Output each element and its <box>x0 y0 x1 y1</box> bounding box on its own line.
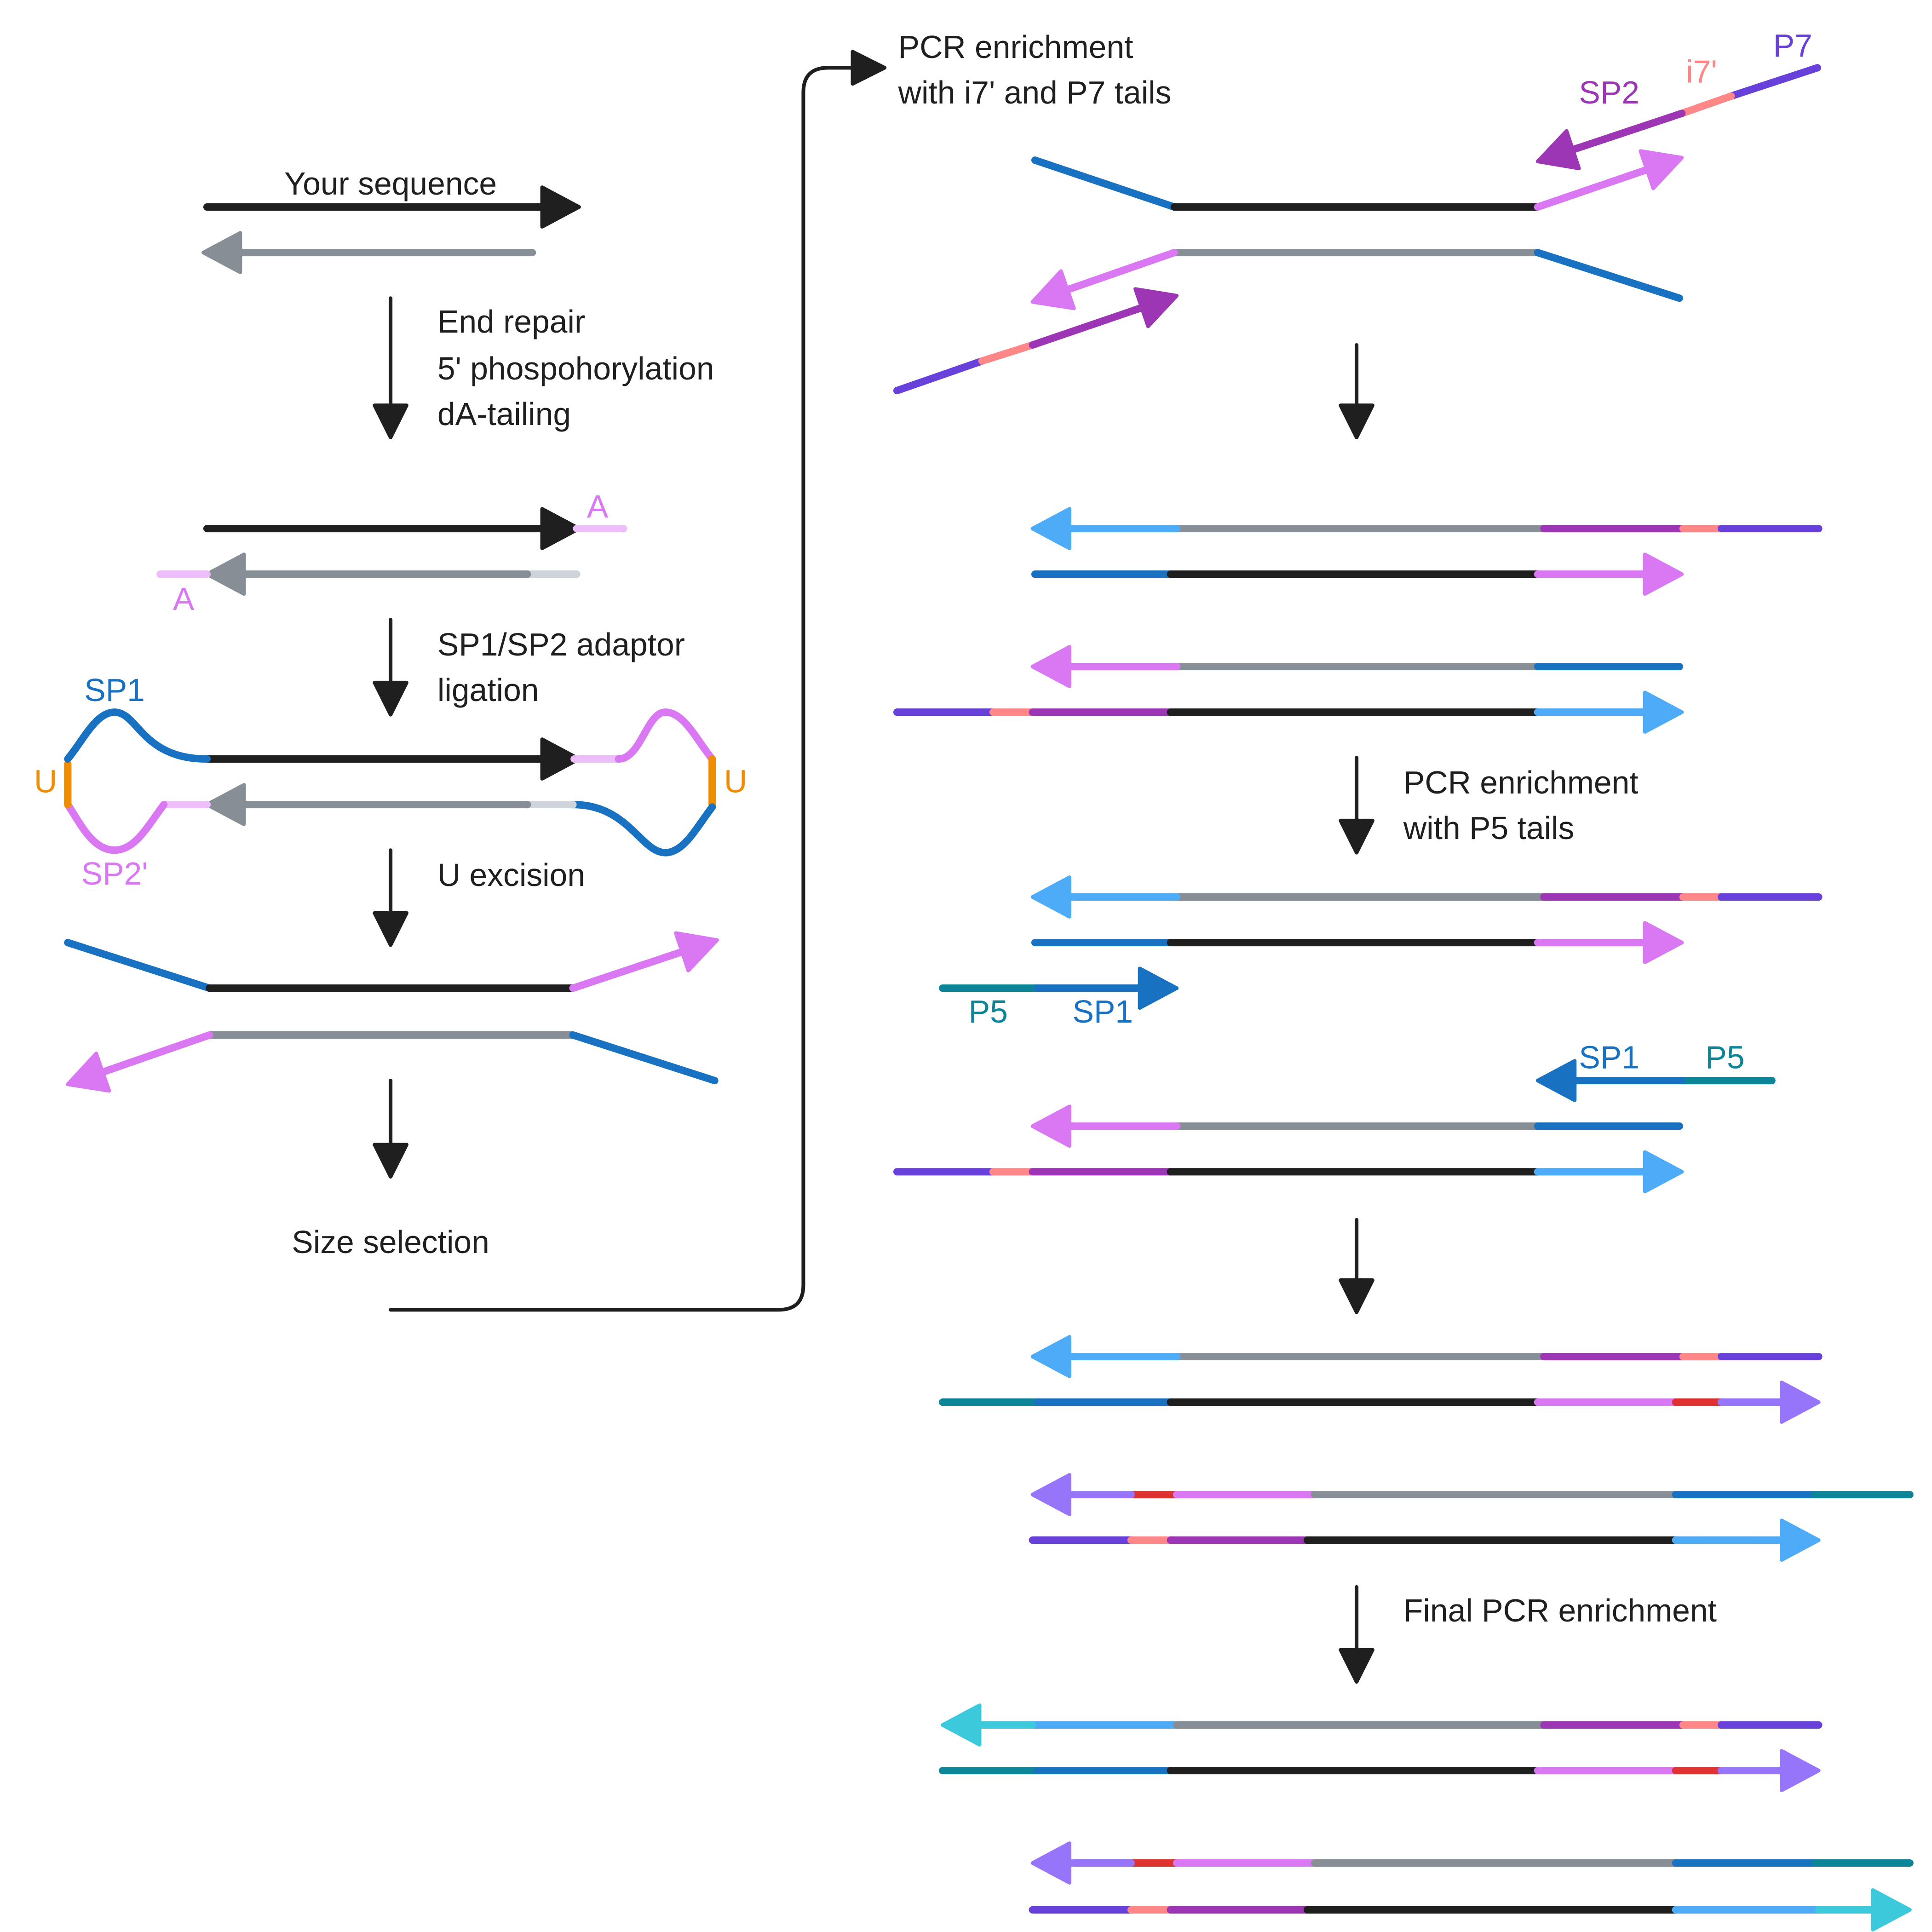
primer-i7-label: i7' <box>1686 53 1717 89</box>
bottom-strand-arrowhead <box>205 783 246 826</box>
step-end-repair: End repair <box>437 304 585 339</box>
bottom-strand-arrowhead <box>201 231 242 274</box>
process-arrow-arrowhead <box>1339 1648 1374 1684</box>
sp2-prime-arm-arrowhead <box>1030 269 1076 310</box>
sp2-prime-hairpin-left <box>64 801 168 854</box>
sp2-primer-shaft <box>1029 302 1150 349</box>
step-size-selection: Size selection <box>292 1224 489 1260</box>
process-arrow-arrowhead <box>373 680 408 717</box>
process-arrow-arrowhead <box>1339 1278 1374 1314</box>
sp1-primer-arrowhead <box>1138 966 1179 1010</box>
flow-connector-arrowhead <box>851 50 887 86</box>
u-right-label: U <box>724 763 747 799</box>
top-strand-end-arrowhead <box>1030 1335 1072 1378</box>
sp1-arm <box>64 939 213 992</box>
bottom-strand-end-arrowhead <box>1643 921 1684 964</box>
sp2-prime-arm-shaft <box>94 1031 213 1078</box>
sp2-prime-arm-shaft <box>1534 164 1656 211</box>
sp2-prime-arm-arrowhead <box>674 931 719 972</box>
top-strand-end-arrowhead <box>1030 1473 1072 1516</box>
bottom-strand-end-arrowhead <box>1780 1518 1821 1562</box>
sp2-prime-arm-arrowhead <box>1639 149 1684 190</box>
step-ligation: ligation <box>437 672 539 708</box>
step-final-pcr: Final PCR enrichment <box>1403 1593 1717 1628</box>
flow-connector <box>389 66 865 1312</box>
top-strand-end-arrowhead <box>1030 645 1072 688</box>
process-arrow-arrowhead <box>1339 818 1374 855</box>
a-tail-bottom-label: A <box>173 581 195 617</box>
i7-index <box>1678 92 1735 117</box>
top-strand-arrowhead <box>540 507 581 550</box>
p7-tail <box>893 357 986 395</box>
bottom-strand-end-arrowhead <box>1780 1749 1821 1792</box>
sp2-prime-arm-shaft <box>569 946 690 992</box>
step-pcr2-line1: PCR enrichment <box>1403 765 1639 800</box>
sp2-prime-arm-arrowhead <box>66 1052 111 1093</box>
step-adaptor-ligation: SP1/SP2 adaptor <box>437 627 685 662</box>
step-pcr1-line1: PCR enrichment <box>898 29 1133 65</box>
bottom-strand-arrowhead <box>205 552 246 596</box>
sp2-prime-arm-shaft <box>1059 249 1178 295</box>
bottom-strand-end-arrowhead <box>1643 552 1684 596</box>
sp2-primer-arrowhead <box>1535 129 1581 171</box>
top-strand-end-arrowhead <box>1030 507 1072 550</box>
u-left-label: U <box>34 763 57 799</box>
sp1-arm <box>1031 156 1178 211</box>
sp1-arm <box>1534 249 1683 302</box>
bottom-strand-end-arrowhead <box>1871 1888 1912 1932</box>
bottom-strand-end-arrowhead <box>1780 1380 1821 1424</box>
sp1-label: SP1 <box>84 672 145 708</box>
sp2-prime-label: SP2' <box>81 856 148 891</box>
sp1-hairpin-right <box>569 801 716 857</box>
top-strand-arrowhead <box>540 185 581 229</box>
sp1-primer-p5-label: P5 <box>1705 1039 1744 1075</box>
p5-primer-sp1-label: SP1 <box>1073 994 1133 1029</box>
sp2-primer-shaft <box>1564 109 1686 155</box>
diagram-marks <box>64 50 1914 1932</box>
step-pcr1-line2: with i7' and P7 tails <box>898 75 1172 110</box>
sp2-prime-hairpin-right <box>615 708 716 763</box>
top-strand-arrowhead <box>540 737 581 781</box>
top-strand-end-arrowhead <box>1030 875 1072 919</box>
process-arrow-arrowhead <box>373 1143 408 1179</box>
primer-sp2-label: SP2 <box>1579 75 1639 110</box>
process-arrow-arrowhead <box>373 911 408 947</box>
sp2-primer-arrowhead <box>1133 287 1179 328</box>
top-strand-end-arrowhead <box>941 1703 982 1747</box>
step-u-excision: U excision <box>437 857 585 893</box>
sp1-primer-arrowhead <box>1535 1059 1577 1102</box>
primer-p7-label: P7 <box>1773 28 1812 63</box>
step-da-tailing: dA-tailing <box>437 396 571 432</box>
sp1-arm <box>569 1031 719 1085</box>
sp1-primer-sp1-label: SP1 <box>1579 1039 1639 1075</box>
your-sequence-label: Your sequence <box>284 166 497 201</box>
bottom-strand-end-arrowhead <box>1643 1150 1684 1194</box>
p7-tail <box>1727 64 1821 100</box>
top-strand-end-arrowhead <box>1030 1841 1072 1885</box>
bottom-strand-end-arrowhead <box>1643 690 1684 734</box>
p5-primer-p5-label: P5 <box>969 994 1008 1029</box>
a-tail-top-label: A <box>587 489 609 524</box>
i7-index <box>978 341 1036 365</box>
step-phosphorylation: 5' phospohorylation <box>437 351 714 386</box>
step-pcr2-line2: with P5 tails <box>1403 810 1574 846</box>
sp1-hairpin-left <box>64 708 211 763</box>
process-arrow-arrowhead <box>1339 403 1374 439</box>
process-arrow-arrowhead <box>373 403 408 439</box>
top-strand-end-arrowhead <box>1030 1104 1072 1148</box>
